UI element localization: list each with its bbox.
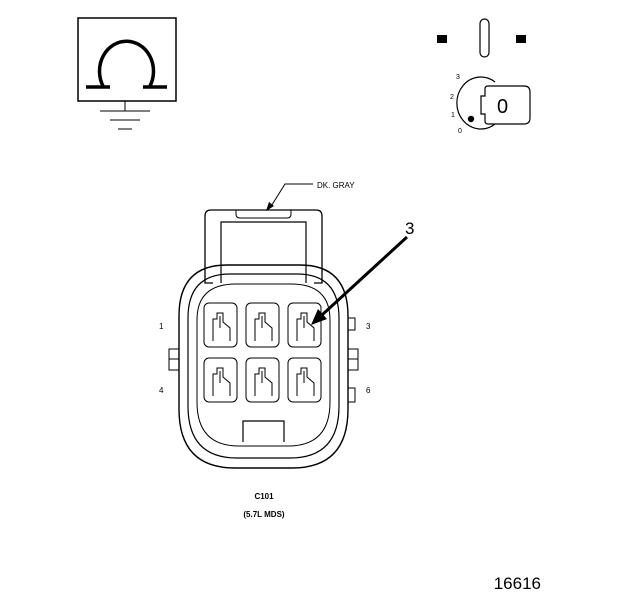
ohmmeter-ground-symbol-icon — [77, 17, 177, 130]
wire-color-leader-line — [269, 183, 313, 209]
ignition-key-switch-icon — [437, 18, 531, 130]
key-position-3: 3 — [456, 74, 460, 81]
callout-number: 3 — [405, 219, 414, 238]
cavity-1 — [203, 302, 238, 348]
key-position-2: 2 — [450, 94, 454, 101]
callout-arrowhead — [311, 309, 327, 325]
cavity-3 — [287, 302, 322, 348]
wire-leader-arrowhead — [266, 202, 274, 211]
figure-number: 16616 — [494, 574, 541, 593]
key-glyph: 0 — [497, 96, 508, 118]
cavity-6 — [287, 357, 322, 403]
key-position-1: 1 — [451, 112, 455, 119]
callout-arrow-line — [320, 235, 409, 317]
cavity-4 — [203, 357, 238, 403]
key-position-0: 0 — [458, 128, 462, 135]
connector-variant: (5.7L MDS) — [243, 510, 285, 519]
pin-label-4: 4 — [159, 386, 164, 395]
pin-label-1: 1 — [159, 322, 164, 331]
pin-label-3: 3 — [366, 322, 371, 331]
connector-c101 — [168, 209, 359, 469]
cavity-2 — [245, 302, 280, 348]
pin-label-6: 6 — [366, 386, 371, 395]
key-position-indicator-dot — [467, 115, 475, 123]
connector-name: C101 — [254, 492, 274, 501]
wire-color-label: DK. GRAY — [317, 181, 355, 190]
cavity-5 — [245, 357, 280, 403]
pin-cavities — [203, 302, 322, 403]
